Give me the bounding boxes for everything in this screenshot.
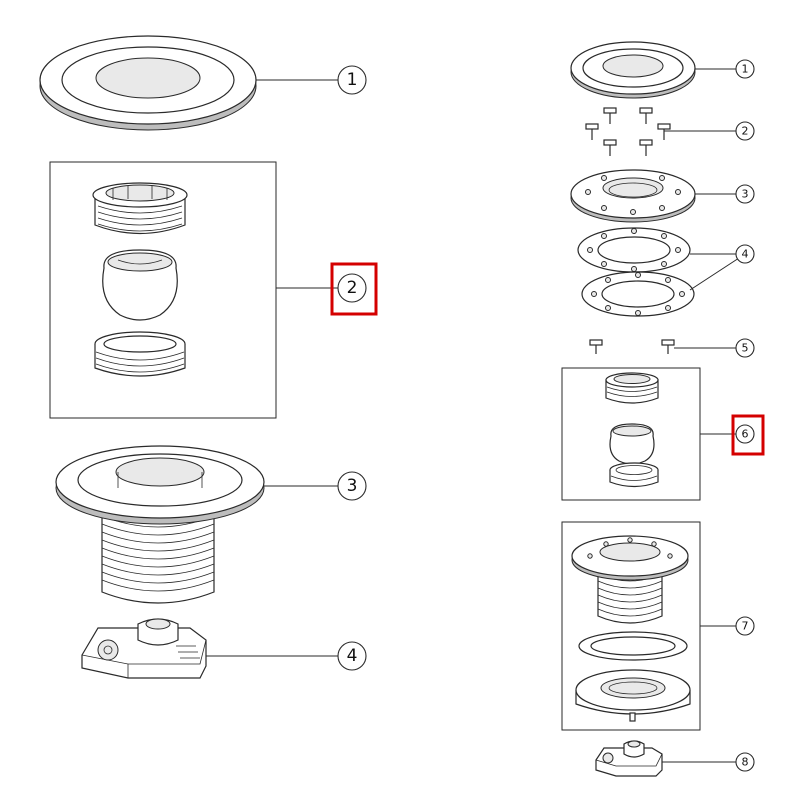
right-callout-8-label: 8 <box>742 756 749 769</box>
right-part-7-body-assembly <box>571 535 691 722</box>
left-part-2-eyeball-fitting <box>92 182 188 377</box>
right-callout-7: 7 <box>700 616 755 636</box>
right-callout-5: 5 <box>674 338 755 358</box>
right-part-4-gaskets <box>577 227 695 317</box>
right-callout-2-label: 2 <box>742 125 749 138</box>
left-callout-2-highlight <box>330 262 378 316</box>
right-part-8-base-clip <box>595 740 663 777</box>
left-part-1-face-ring <box>39 35 257 131</box>
right-callout-1: 1 <box>695 59 755 79</box>
right-part-3-flange-plate <box>570 169 696 223</box>
right-callout-5-label: 5 <box>742 342 749 355</box>
left-part-3-threaded-body <box>55 445 265 604</box>
left-callout-2-label: 2 <box>347 278 358 298</box>
right-callout-2: 2 <box>664 121 755 141</box>
right-callout-8: 8 <box>662 752 755 772</box>
left-callout-4: 4 <box>206 641 367 671</box>
right-callout-6: 6 <box>700 414 765 456</box>
left-callout-2: 2 <box>276 262 378 316</box>
right-callout-4: 4 <box>689 244 755 291</box>
left-callout-4-label: 4 <box>347 646 358 666</box>
right-callout-6-label: 6 <box>742 428 749 441</box>
right-callout-1-label: 1 <box>742 63 749 76</box>
right-callout-3-label: 3 <box>742 188 749 201</box>
left-callout-3-label: 3 <box>347 476 358 496</box>
right-callout-4-label: 4 <box>742 248 749 261</box>
right-callout-3: 3 <box>695 184 755 204</box>
left-callout-1-label: 1 <box>347 70 358 90</box>
right-part-1-face-ring <box>570 41 696 99</box>
left-part-4-base-clip <box>81 618 207 679</box>
right-callout-6-highlight <box>731 414 765 456</box>
right-callout-7-label: 7 <box>742 620 749 633</box>
left-callout-3: 3 <box>264 471 367 501</box>
left-callout-1: 1 <box>256 65 367 95</box>
left-part-2-group-box <box>49 161 277 419</box>
right-part-5-small-screws <box>589 339 675 354</box>
right-part-2-screws <box>585 107 671 156</box>
right-part-6-eyeball-fitting <box>605 372 659 488</box>
